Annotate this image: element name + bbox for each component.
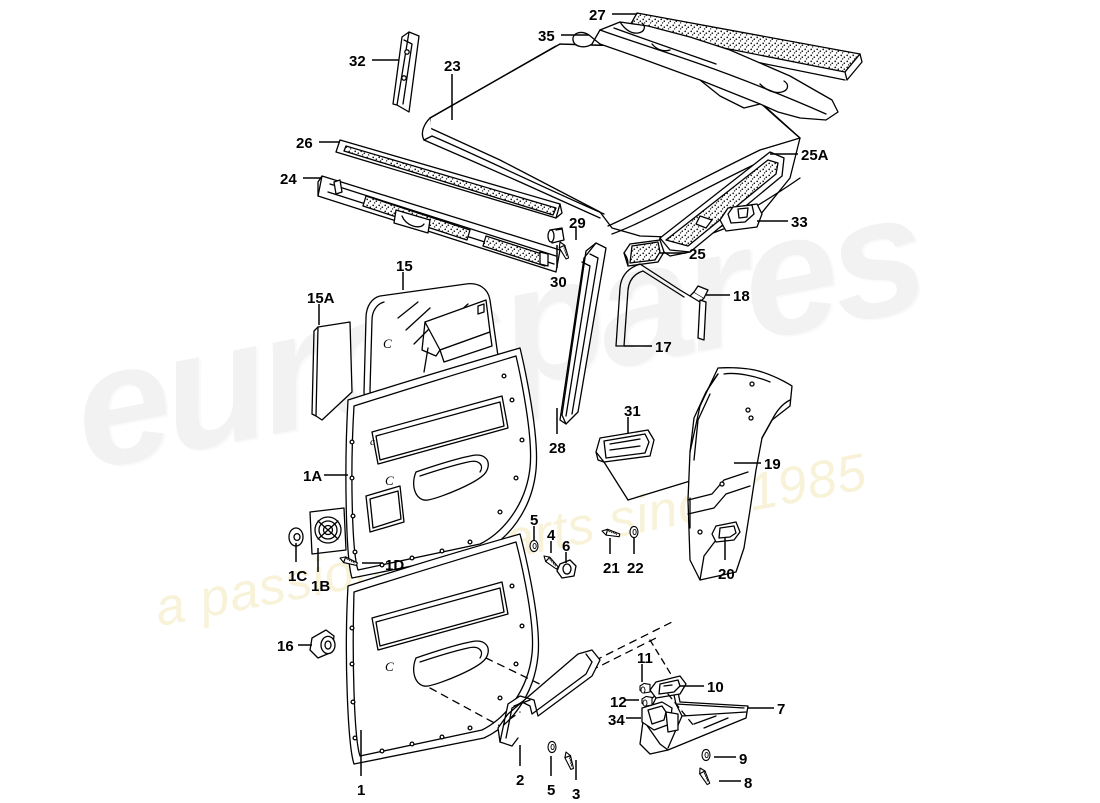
callout-28[interactable]: 28 <box>549 440 566 457</box>
callout-24[interactable]: 24 <box>280 171 297 188</box>
callout-11[interactable]: 11 <box>637 650 653 667</box>
callout-15[interactable]: 15 <box>396 258 413 275</box>
callout-5b[interactable]: 5 <box>547 782 556 799</box>
callout-7[interactable]: 7 <box>777 701 786 718</box>
callout-12[interactable]: 12 <box>610 694 627 711</box>
callout-1B[interactable]: 1B <box>311 578 331 595</box>
svg-text:C: C <box>385 473 394 488</box>
svg-text:C: C <box>383 336 392 351</box>
callout-33[interactable]: 33 <box>791 214 808 231</box>
callout-6[interactable]: 6 <box>562 538 571 555</box>
callout-1D[interactable]: 1D <box>385 557 405 574</box>
callout-1C[interactable]: 1C <box>288 568 308 585</box>
callout-23[interactable]: 23 <box>444 58 461 75</box>
callout-18[interactable]: 18 <box>733 288 750 305</box>
callout-2[interactable]: 2 <box>516 772 525 789</box>
callout-34[interactable]: 34 <box>608 712 625 729</box>
callout-1[interactable]: 1 <box>357 782 366 799</box>
callout-9[interactable]: 9 <box>739 751 748 768</box>
callout-4[interactable]: 4 <box>547 527 556 544</box>
callout-10[interactable]: 10 <box>707 679 724 696</box>
svg-text:C: C <box>385 659 394 674</box>
callout-8[interactable]: 8 <box>744 775 753 792</box>
callout-25A[interactable]: 25A <box>801 147 829 164</box>
callout-31[interactable]: 31 <box>624 403 641 420</box>
callout-1A[interactable]: 1A <box>303 468 323 485</box>
callout-17[interactable]: 17 <box>655 339 672 356</box>
callout-30[interactable]: 30 <box>550 274 567 291</box>
callout-20[interactable]: 20 <box>718 566 735 583</box>
callout-29[interactable]: 29 <box>569 215 586 232</box>
callout-32[interactable]: 32 <box>349 53 366 70</box>
callout-15A[interactable]: 15A <box>307 290 335 307</box>
callout-5a[interactable]: 5 <box>530 512 539 529</box>
callout-22[interactable]: 22 <box>627 560 644 577</box>
callout-21[interactable]: 21 <box>603 560 620 577</box>
callout-3[interactable]: 3 <box>572 786 581 803</box>
svg-text:c: c <box>370 436 375 448</box>
callout-26[interactable]: 26 <box>296 135 313 152</box>
callout-27[interactable]: 27 <box>589 7 606 24</box>
callout-35[interactable]: 35 <box>538 28 555 45</box>
callout-16[interactable]: 16 <box>277 638 294 655</box>
callout-25[interactable]: 25 <box>689 246 706 263</box>
callout-19[interactable]: 19 <box>764 456 781 473</box>
